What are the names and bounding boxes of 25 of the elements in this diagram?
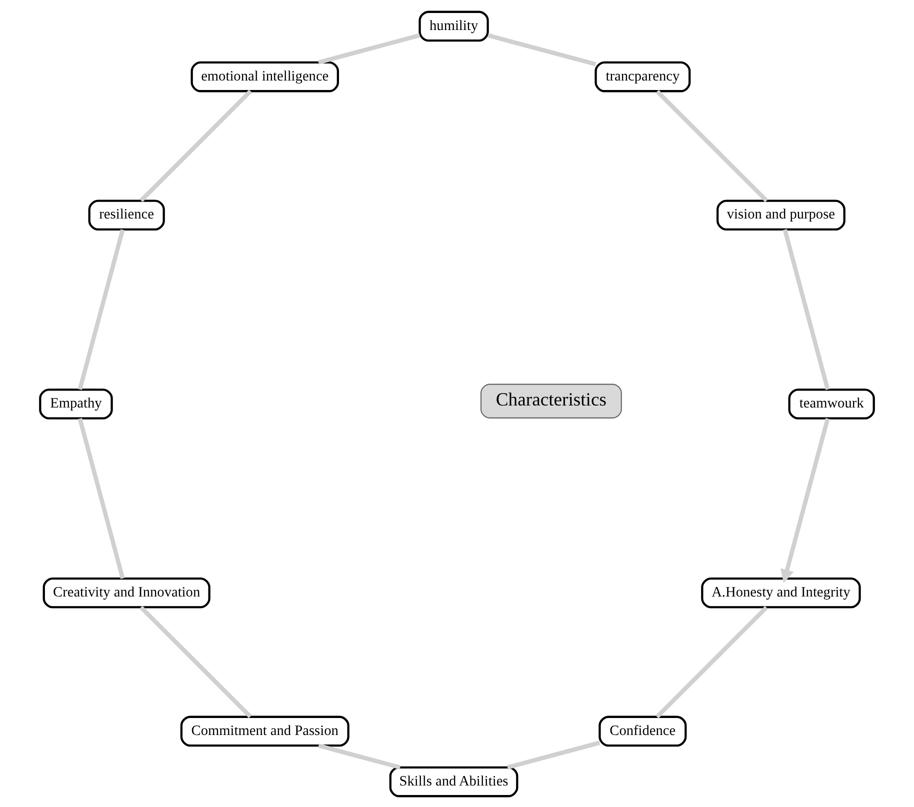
node-box: Confidence (598, 715, 687, 746)
connector (656, 89, 768, 202)
node-box: teamwourk (788, 388, 875, 419)
node-box: Creativity and Innovation (42, 577, 210, 608)
node-box: trancparency (594, 60, 691, 92)
arrow (780, 417, 830, 582)
connector (78, 228, 125, 390)
connector (782, 228, 830, 390)
connector (656, 605, 768, 718)
connector (140, 89, 252, 202)
connector (318, 32, 420, 64)
node-box: Characteristics (480, 383, 622, 418)
node-box: Skills and Abilities (389, 766, 518, 797)
node-box: vision and purpose (716, 199, 846, 230)
connector (318, 743, 401, 770)
node-box: emotional intelligence (190, 60, 339, 92)
node-box: humility (418, 10, 489, 42)
node-box: Empathy (39, 388, 113, 419)
connector (78, 418, 125, 578)
node-box: A.Honesty and Integrity (701, 577, 861, 608)
node-box: resilience (88, 199, 165, 230)
connector (487, 32, 596, 66)
connector (139, 605, 252, 718)
connector (506, 740, 600, 769)
node-box: Commitment and Passion (180, 715, 350, 746)
